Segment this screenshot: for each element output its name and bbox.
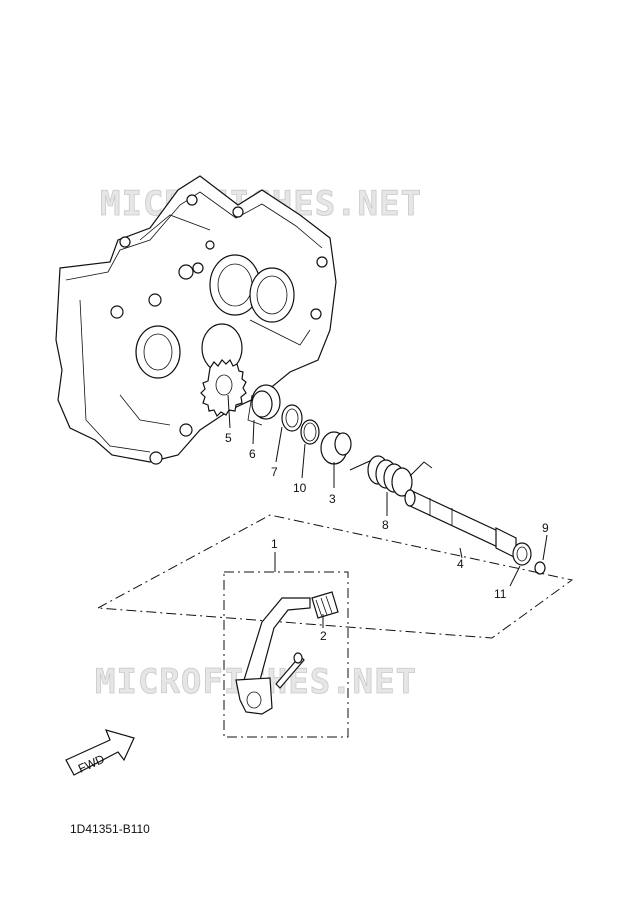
washer-part-11 xyxy=(512,542,532,566)
diagram-code: 1D41351-B110 xyxy=(70,822,150,836)
bearing-part-6 xyxy=(247,384,281,426)
gear-part-5 xyxy=(200,358,247,418)
callouts: 1 2 3 4 5 6 7 8 9 10 11 xyxy=(225,431,549,643)
leader-lines xyxy=(227,394,548,628)
callout-5: 5 xyxy=(225,431,232,445)
kick-lever xyxy=(235,597,311,715)
collar-part-3 xyxy=(320,431,352,465)
clip-part-7 xyxy=(281,404,303,432)
callout-8: 8 xyxy=(382,518,389,532)
fwd-arrow-icon: FWD xyxy=(65,729,135,776)
o-ring-part-9 xyxy=(534,561,546,575)
spring-part-8 xyxy=(349,455,433,497)
callout-9: 9 xyxy=(542,521,549,535)
callout-2: 2 xyxy=(320,629,327,643)
assembly-outline-1 xyxy=(96,514,574,738)
callout-4: 4 xyxy=(457,557,464,571)
pedal-part-2 xyxy=(311,591,339,619)
callout-7: 7 xyxy=(271,465,278,479)
callout-1: 1 xyxy=(271,537,278,551)
callout-3: 3 xyxy=(329,492,336,506)
callout-6: 6 xyxy=(249,447,256,461)
callout-11: 11 xyxy=(494,587,507,601)
circlip-part-10 xyxy=(300,419,320,445)
callout-10: 10 xyxy=(293,481,307,495)
kick-shaft-part-4 xyxy=(404,489,517,559)
